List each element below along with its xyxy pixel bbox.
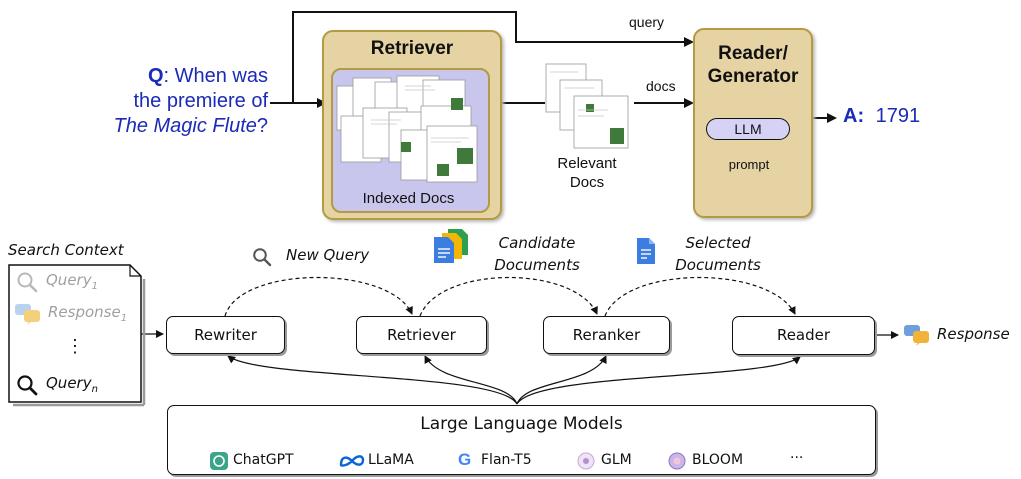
search-context-card bbox=[8, 264, 146, 407]
question-italic: The Magic Flute bbox=[113, 115, 257, 137]
model-more: ··· bbox=[790, 450, 804, 466]
llm-to-reader-curve bbox=[516, 356, 801, 405]
query1-sub: 1 bbox=[91, 281, 98, 292]
chatgpt-logo-icon bbox=[210, 452, 228, 470]
candidate-line1: Candidate bbox=[498, 234, 576, 252]
reader-node: Reader bbox=[732, 316, 875, 355]
retriever-to-reranker-arc bbox=[419, 276, 598, 317]
bloom-logo-icon bbox=[668, 452, 686, 470]
google-logo-icon: G bbox=[458, 450, 472, 469]
model-bloom: BLOOM bbox=[692, 452, 744, 468]
question-text: Q: When was the premiere of The Magic Fl… bbox=[70, 64, 268, 139]
question-line2: the premiere of bbox=[133, 90, 268, 112]
llm-to-retriever-curve bbox=[424, 355, 518, 405]
queryn-label: Query bbox=[46, 374, 92, 392]
query1-item: Query1 bbox=[46, 271, 98, 292]
queryn-item: Queryn bbox=[46, 374, 98, 395]
candidate-documents-label: Candidate Documents bbox=[482, 232, 592, 276]
selected-line2: Documents bbox=[675, 256, 761, 274]
candidate-documents-icon bbox=[434, 229, 468, 263]
response1-sub: 1 bbox=[120, 313, 128, 324]
context-ellipsis: ⋮ bbox=[66, 336, 84, 356]
selected-documents-label: Selected Documents bbox=[662, 232, 774, 276]
relevant-docs-label: Relevant Docs bbox=[540, 154, 634, 192]
answer: A: 1791 bbox=[843, 105, 920, 128]
magnifier-icon bbox=[253, 248, 272, 267]
selected-line1: Selected bbox=[685, 234, 751, 252]
model-glm: GLM bbox=[601, 452, 632, 468]
question-mark: ? bbox=[256, 115, 268, 137]
glm-logo-icon bbox=[577, 452, 595, 470]
rewriter-to-retriever-arc bbox=[224, 276, 413, 317]
candidate-line2: Documents bbox=[494, 256, 580, 274]
retriever-node: Retriever bbox=[356, 316, 487, 354]
llm-to-reranker-curve bbox=[516, 355, 607, 405]
chat-bubble-icon bbox=[904, 325, 929, 346]
docs-label: docs bbox=[646, 78, 676, 94]
query-label: query bbox=[629, 14, 665, 30]
chat-bubble-icon bbox=[15, 304, 40, 325]
question-prefix: Q bbox=[147, 65, 164, 87]
indexed-docs-label: Indexed Docs bbox=[362, 190, 455, 207]
reranker-node: Reranker bbox=[543, 316, 670, 354]
model-chatgpt: ChatGPT bbox=[233, 452, 294, 468]
meta-logo-icon bbox=[339, 455, 365, 467]
llm-box: Large Language Models bbox=[167, 405, 876, 475]
reader-title: Reader/ Generator bbox=[695, 42, 811, 88]
answer-prefix: A: bbox=[843, 105, 865, 127]
relevant-docs-line2: Docs bbox=[569, 174, 605, 191]
llm-pill: LLM bbox=[706, 118, 790, 140]
llm-box-title: Large Language Models bbox=[420, 414, 623, 434]
selected-document-icon bbox=[637, 238, 655, 264]
reader-title-line2: Generator bbox=[707, 66, 799, 87]
model-llama: LLaMA bbox=[368, 452, 414, 468]
response-label: Response bbox=[937, 325, 1010, 343]
model-flan-t5: Flan-T5 bbox=[481, 452, 532, 468]
magnifier-icon bbox=[17, 375, 38, 396]
answer-value: 1791 bbox=[875, 105, 921, 127]
reader-title-line1: Reader/ bbox=[718, 43, 788, 64]
response1-label: Response bbox=[48, 303, 121, 321]
llm-to-rewriter-curve bbox=[227, 355, 518, 405]
question-line1: : When was bbox=[163, 65, 268, 87]
indexed-docs-icon bbox=[336, 75, 478, 183]
queryn-sub: n bbox=[91, 384, 98, 395]
query-arrow bbox=[292, 11, 694, 103]
retriever-title: Retriever bbox=[370, 38, 454, 59]
relevant-docs-line1: Relevant bbox=[557, 155, 617, 172]
rewriter-node: Rewriter bbox=[166, 316, 285, 354]
search-context-title: Search Context bbox=[8, 241, 124, 259]
prompt-label: prompt bbox=[728, 157, 770, 172]
response1-item: Response1 bbox=[48, 303, 127, 324]
magnifier-icon bbox=[17, 272, 38, 293]
new-query-label: New Query bbox=[286, 246, 370, 264]
relevant-docs-icon bbox=[545, 63, 629, 149]
query1-label: Query bbox=[46, 271, 92, 289]
reranker-to-reader-arc bbox=[604, 276, 796, 317]
